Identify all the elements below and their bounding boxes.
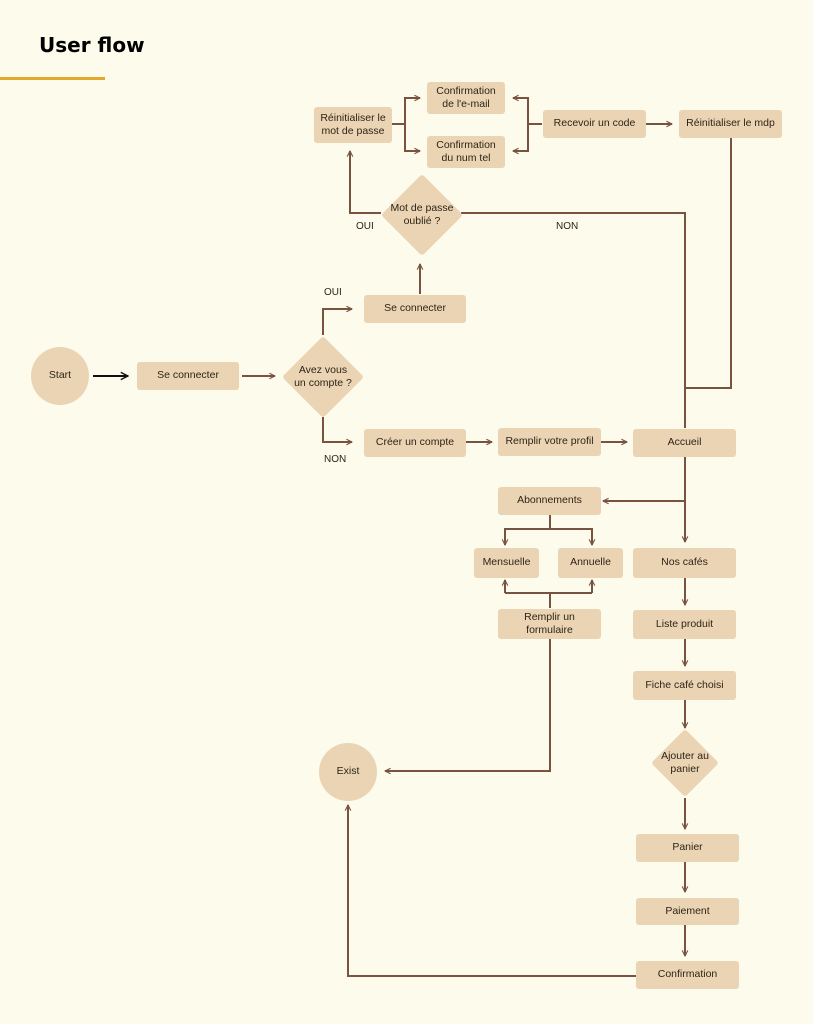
node-creer-compte: Créer un compte <box>364 429 466 457</box>
label-non-compte: NON <box>324 454 347 465</box>
edge-branch-tel <box>404 124 420 151</box>
node-abonnements: Abonnements <box>498 487 601 515</box>
node-reinit-mdp: Réinitialiser le mdp <box>679 110 782 138</box>
node-se-connecter-2: Se connecter <box>364 295 466 323</box>
edge-non-accueil <box>461 212 686 428</box>
title-underline <box>0 77 105 80</box>
node-paiement: Paiement <box>636 898 739 925</box>
node-reinit-mot-de-passe: Réinitialiser le mot de passe <box>314 107 392 143</box>
node-accueil: Accueil <box>633 429 736 457</box>
avez-vous-label: Avez vous un compte ? <box>294 363 352 389</box>
edge-non-creercompte <box>322 417 352 442</box>
node-confirmation-tel: Confirmation du num tel <box>427 136 505 168</box>
node-mensuelle: Mensuelle <box>474 548 539 578</box>
node-start: Start <box>31 347 89 405</box>
label-oui-mdp: OUI <box>356 221 374 232</box>
node-recevoir-code: Recevoir un code <box>543 110 646 138</box>
mot-de-passe-label: Mot de passe oublié ? <box>390 201 454 227</box>
edge-oui-seconnecter <box>322 309 352 335</box>
node-remplir-profil: Remplir votre profil <box>498 428 601 456</box>
node-fiche-cafe: Fiche café choisi <box>633 671 736 700</box>
node-annuelle: Annuelle <box>558 548 623 578</box>
node-nos-cafes: Nos cafés <box>633 548 736 578</box>
node-confirmation-email: Confirmation de l'e-mail <box>427 82 505 114</box>
node-panier: Panier <box>636 834 739 862</box>
node-ajouter-panier: Ajouter au panier <box>650 728 720 798</box>
edge-code-tel <box>513 124 529 151</box>
label-oui-compte: OUI <box>324 287 342 298</box>
edge-code-email <box>513 98 529 124</box>
ajouter-panier-label: Ajouter au panier <box>661 749 709 775</box>
node-avez-vous-compte: Avez vous un compte ? <box>281 335 365 419</box>
label-non-mdp: NON <box>556 221 579 232</box>
edge-oui-reinit <box>350 151 381 214</box>
edge-confirmation-exist <box>348 805 636 977</box>
node-mot-de-passe-oublie: Mot de passe oublié ? <box>380 173 464 257</box>
edge-abo-bar <box>504 528 593 542</box>
edge-form-exist <box>385 638 551 771</box>
page-title: User flow <box>39 33 145 57</box>
edge-branch-email <box>404 98 420 124</box>
node-remplir-formulaire: Remplir un formulaire <box>498 609 601 639</box>
node-se-connecter-1: Se connecter <box>137 362 239 390</box>
edge-reinitmdp-accueil <box>685 137 732 389</box>
node-exist: Exist <box>319 743 377 801</box>
node-liste-produit: Liste produit <box>633 610 736 639</box>
node-confirmation: Confirmation <box>636 961 739 989</box>
